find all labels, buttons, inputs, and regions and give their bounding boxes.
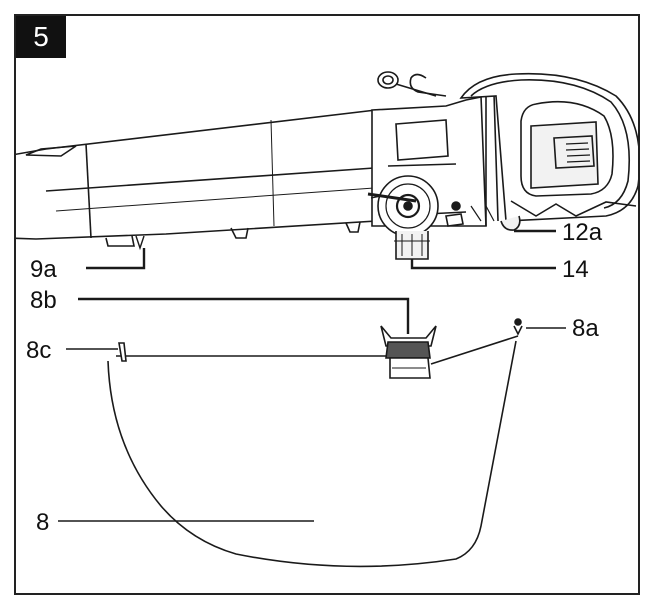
- label-9a: 9a: [30, 256, 57, 283]
- label-8a: 8a: [572, 315, 599, 342]
- label-8: 8: [36, 509, 49, 536]
- label-8b: 8b: [30, 287, 57, 314]
- bag-connector: [380, 325, 437, 379]
- leaf-blower-diagram: 12a 14 9a 8b 8a 8c 8: [16, 71, 638, 568]
- label-12a: 12a: [562, 219, 603, 246]
- strap-hook: [430, 318, 523, 365]
- figure-frame: 5: [14, 14, 640, 595]
- handle-housing: [377, 71, 638, 231]
- collection-bag: [107, 340, 517, 568]
- label-8c: 8c: [26, 337, 51, 364]
- label-14: 14: [562, 256, 589, 283]
- figure-number: 5: [16, 16, 66, 58]
- blower-tube: [16, 109, 377, 251]
- leader-lines: [58, 229, 566, 522]
- rotary-knob: [367, 175, 495, 260]
